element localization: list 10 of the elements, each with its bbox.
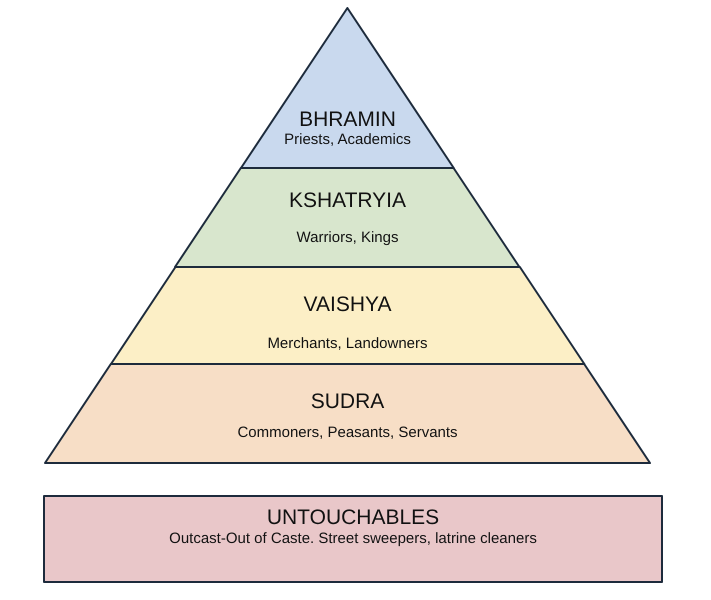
tier-description: Warriors, Kings [296,229,398,247]
tier-title: VAISHYA [304,293,392,317]
tier-description: Merchants, Landowners [267,335,428,353]
tier-description: Commoners, Peasants, Servants [237,424,458,442]
tier-title: KSHATRYIA [288,189,406,213]
tier-title: SUDRA [310,390,384,414]
tier-description: Outcast-Out of Caste. Street sweepers, latrine cleaners [169,530,537,548]
tier-title: BHRAMIN [299,108,396,132]
tier-title: UNTOUCHABLES [266,506,440,530]
tier-description: Priests, Academics [284,131,411,149]
